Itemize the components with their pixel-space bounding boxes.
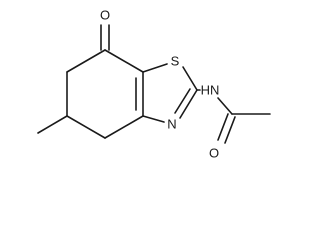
ring-nitrogen-label: N	[167, 117, 176, 132]
amide-oxygen-label: O	[209, 146, 219, 161]
keto-oxygen-label: O	[100, 8, 110, 23]
bond-c7-c7a	[104, 49, 144, 73]
bond-c2-n3-single	[179, 89, 198, 119]
sulfur-label: S	[171, 54, 180, 69]
bond-n3-c3a	[142, 115, 165, 123]
bond-amide-co-b	[224, 116, 236, 144]
bond-c5-c4	[66, 115, 106, 139]
molecule-diagram: O S N HN O	[37, 8, 271, 161]
bond-c7-c6	[66, 49, 106, 73]
bond-amide-co-a	[217, 113, 229, 141]
amide-nh-label: HN	[201, 83, 220, 98]
structure-canvas: O S N HN O	[37, 8, 271, 161]
bond-c7a-s	[142, 63, 168, 73]
bond-c2-n3-double	[174, 88, 191, 114]
bond-nh-c	[217, 97, 233, 115]
bond-c4-c3a	[104, 115, 144, 139]
bond-methyl	[37, 115, 68, 134]
bond-s-c2	[182, 66, 198, 91]
